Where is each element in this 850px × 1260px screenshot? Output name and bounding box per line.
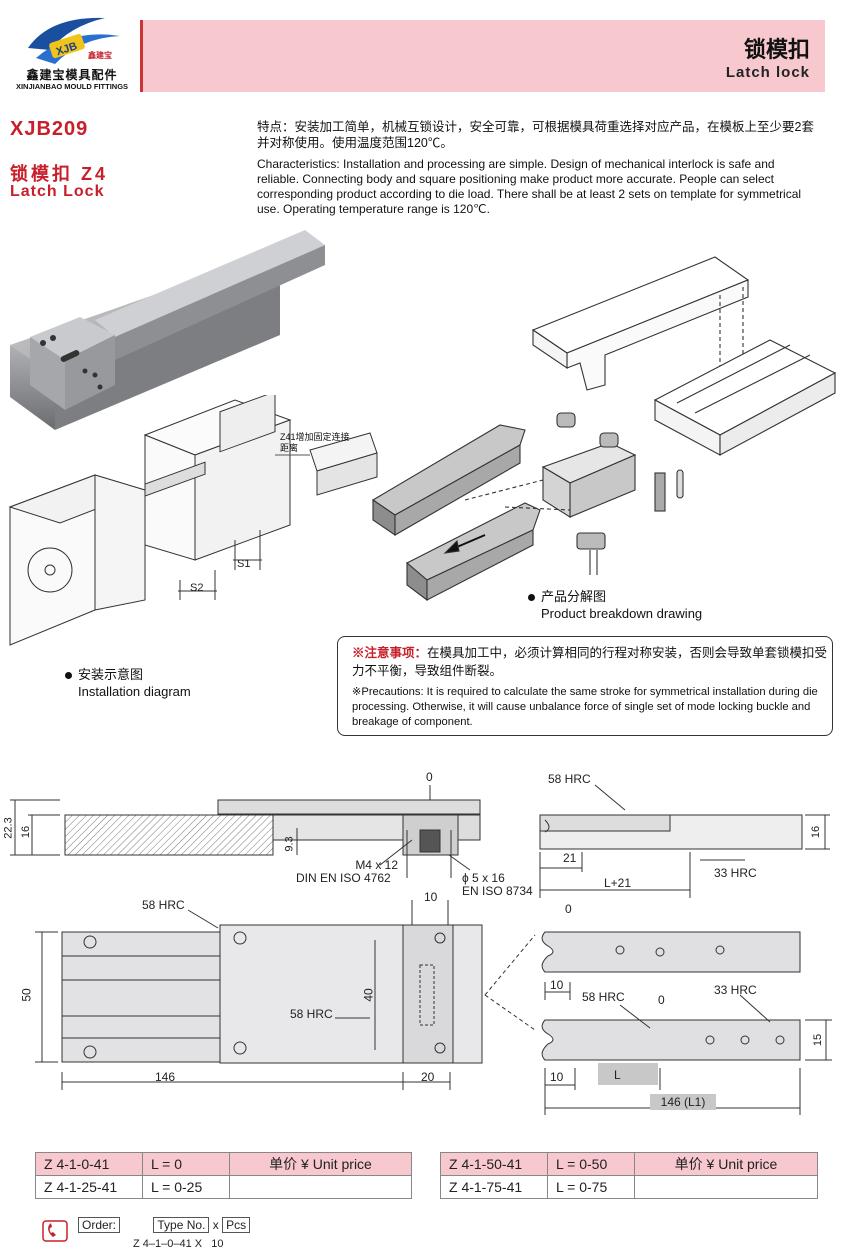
- order-example: Z 4–1–0–41 X 10: [133, 1238, 224, 1250]
- product-code: XJB209: [10, 118, 89, 140]
- order-line: Order: Type No. x Pcs: [78, 1217, 251, 1233]
- pin-label: ϕ 5 x 16: [462, 871, 505, 885]
- dim-zero-3: 0: [658, 993, 665, 1007]
- order-times: x: [212, 1218, 219, 1232]
- price-table-right: Z 4-1-50-41 L = 0-50 单价 ¥ Unit price Z 4…: [440, 1152, 818, 1199]
- dim-zero-2: 0: [565, 902, 572, 916]
- precautions-cn: ※注意事项：在模具加工中，必须计算相同的行程对称安装，否则会导致单套锁模扣受力不…: [352, 646, 828, 678]
- bullet-icon: [528, 594, 535, 602]
- installation-diagram: [8, 395, 378, 646]
- technical-drawing: [10, 784, 832, 1115]
- length-cell: L = 0: [142, 1152, 230, 1176]
- s1-label: S1: [237, 558, 251, 570]
- precautions-label: ※注意事项：: [352, 646, 428, 660]
- dim-20: 20: [421, 1070, 435, 1084]
- installation-caption: 安装示意图 Installation diagram: [65, 666, 191, 700]
- product-photo: [10, 230, 325, 430]
- model-cell: Z 4-1-0-41: [35, 1152, 143, 1176]
- dim-15: 15: [812, 1033, 825, 1047]
- price-table-left: Z 4-1-0-41 L = 0 单价 ¥ Unit price Z 4-1-2…: [35, 1152, 412, 1199]
- length-cell: L = 0-25: [142, 1175, 230, 1199]
- dim-146: 146: [155, 1070, 176, 1084]
- brand-logo: XJB 鑫建宝: [28, 17, 120, 64]
- length-cell: L = 0-75: [547, 1175, 635, 1199]
- header-banner: [140, 20, 825, 92]
- table-row: Z 4-1-75-41 L = 0-75: [440, 1175, 818, 1199]
- dim-9-3: 9.3: [283, 836, 296, 852]
- s2-label: S2: [190, 582, 204, 594]
- pin-standard: EN ISO 8734: [462, 884, 533, 898]
- table-row: Z 4-1-50-41 L = 0-50 单价 ¥ Unit price: [440, 1152, 818, 1176]
- dim-L: L: [614, 1068, 621, 1082]
- breakdown-drawing: [371, 256, 837, 602]
- dim-16-left: 16: [20, 825, 33, 839]
- dim-L-plus-21: L+21: [604, 876, 632, 890]
- phone-order-icon: [42, 1220, 68, 1242]
- precautions-en: ※Precautions: It is required to calculat…: [352, 686, 818, 728]
- hrc-58-center: 58 HRC: [290, 1007, 333, 1021]
- dim-21: 21: [563, 851, 577, 865]
- product-name-en: Latch Lock: [10, 183, 105, 200]
- order-example-code: Z 4–1–0–41 X: [133, 1238, 203, 1250]
- order-example-qty: 10: [211, 1238, 224, 1250]
- price-header-cell: 单价 ¥ Unit price: [634, 1152, 818, 1176]
- model-cell: Z 4-1-25-41: [35, 1175, 143, 1199]
- dim-zero-1: 0: [426, 770, 433, 784]
- order-label: Order:: [78, 1217, 121, 1233]
- product-name-cn: 锁模扣 Z4: [10, 164, 109, 184]
- hrc-58-plan: 58 HRC: [142, 898, 185, 912]
- model-cell: Z 4-1-75-41: [440, 1175, 548, 1199]
- dim-146-L1: 146 (L1): [650, 1094, 716, 1110]
- brand-name-cn: 鑫建宝模具配件: [26, 68, 118, 82]
- dim-40: 40: [361, 988, 376, 1002]
- brand-name-en: XINJIANBAO MOULD FITTINGS: [15, 82, 129, 91]
- model-cell: Z 4-1-50-41: [440, 1152, 548, 1176]
- svg-text:鑫建宝: 鑫建宝: [87, 50, 112, 60]
- bullet-icon: [65, 672, 72, 680]
- dim-10-top: 10: [424, 890, 438, 904]
- length-cell: L = 0-50: [547, 1152, 635, 1176]
- table-row: Z 4-1-25-41 L = 0-25: [35, 1175, 412, 1199]
- price-cell: [229, 1175, 412, 1199]
- dim-10-mid: 10: [550, 978, 564, 992]
- screw-label: M4 x 12: [355, 858, 398, 872]
- dim-10-bottom: 10: [550, 1070, 564, 1084]
- dim-22-3: 22.3: [2, 817, 15, 839]
- header-title-en: Latch lock: [725, 64, 810, 81]
- screw-standard: DIN EN ISO 4762: [296, 871, 391, 885]
- price-cell: [634, 1175, 818, 1199]
- dim-16-right: 16: [810, 825, 823, 839]
- hrc-33-right: 33 HRC: [714, 983, 757, 997]
- hrc-33-top: 33 HRC: [714, 866, 757, 880]
- order-pcs: Pcs: [222, 1217, 251, 1233]
- table-row: Z 4-1-0-41 L = 0 单价 ¥ Unit price: [35, 1152, 412, 1176]
- features-cn: 特点：安装加工简单，机械互锁设计，安全可靠，可根据模具荷重选择对应产品，在模板上…: [257, 120, 814, 150]
- precautions-box: [337, 636, 833, 736]
- hrc-58-top: 58 HRC: [548, 772, 591, 786]
- price-header-cell: 单价 ¥ Unit price: [229, 1152, 412, 1176]
- dim-50: 50: [19, 988, 34, 1002]
- header-title-cn: 锁模扣: [743, 37, 810, 62]
- order-type-no: Type No.: [153, 1217, 210, 1233]
- breakdown-caption: 产品分解图 Product breakdown drawing: [528, 588, 702, 622]
- z41-note: Z41增加固定连接距离: [280, 432, 350, 453]
- hrc-58-right: 58 HRC: [582, 990, 625, 1004]
- features-en: Characteristics: Installation and proces…: [257, 157, 802, 216]
